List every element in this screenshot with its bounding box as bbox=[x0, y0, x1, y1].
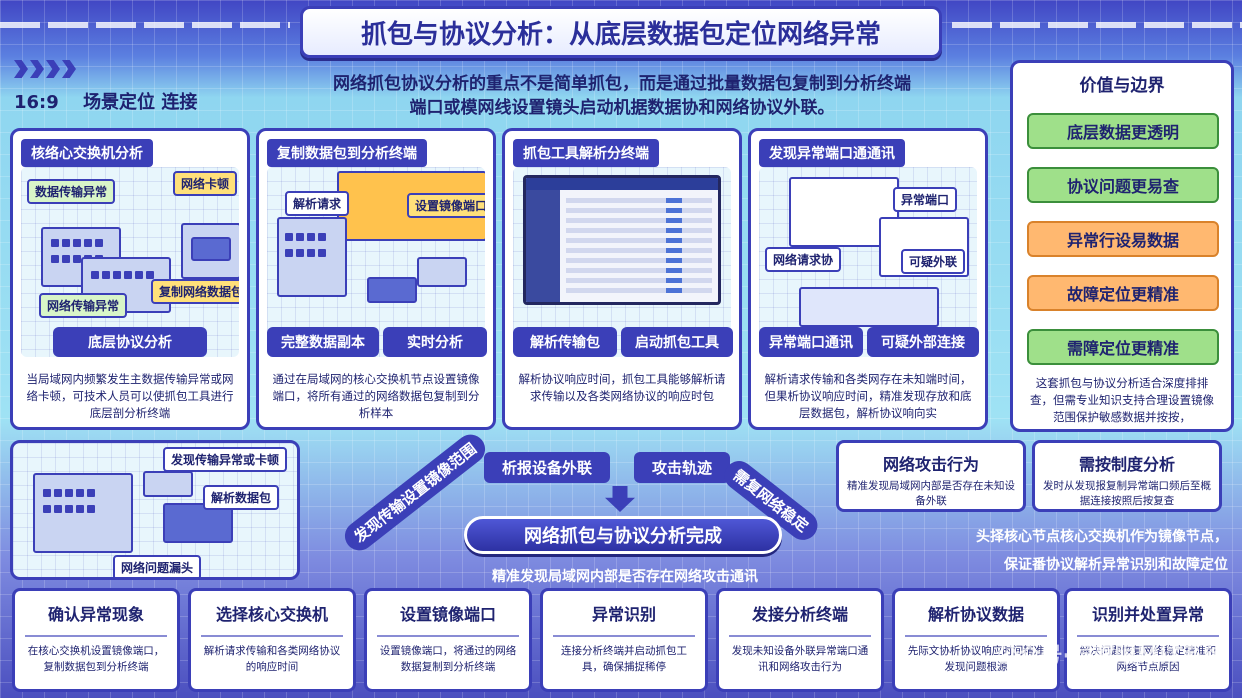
analysis-complete-subtitle: 精准发现局域网内部是否存在网络攻击通讯 bbox=[492, 569, 758, 585]
panel-description: 解析协议响应时间，抓包工具能够解析请求传输以及各类网络协议的响应时包 bbox=[518, 372, 726, 403]
label-suspicious-external: 可疑外部连接 bbox=[867, 327, 979, 357]
tag-abnormal-port: 异常端口 bbox=[893, 187, 958, 212]
chevron-arrows-icon bbox=[14, 60, 197, 78]
tag-set-mirror-port: 设置镜像端口 bbox=[407, 193, 485, 218]
router-icon bbox=[143, 471, 193, 497]
step-desc: 设置镜像端口，将通过的网络数据复制到分析终端 bbox=[379, 645, 517, 673]
card-policy-analysis: 需按制度分析 发时从发现报复制异常端口频后至概据连接按照后按复查 bbox=[1032, 440, 1222, 512]
tag-copy-packets: 复制网络数据包 bbox=[151, 279, 239, 304]
step-title: 选择核心交换机 bbox=[215, 605, 328, 624]
switch-illustration: 数据传输异常 网络卡顿 网络传输异常 复制网络数据包 bbox=[21, 167, 239, 357]
right-note-1: 头择核心节点核心交换机作为镜像节点， bbox=[976, 529, 1228, 545]
value-panel-description: 这套抓包与协议分析适合深度排排查，但需专业知识支持合理设置镜像范围保护敏感数据并… bbox=[1030, 376, 1214, 424]
tag-network-issue-leak: 网络问题漏头 bbox=[113, 555, 202, 577]
step-title: 确认异常现象 bbox=[47, 605, 144, 624]
tag-found-anomaly: 发现传输异常或卡顿 bbox=[163, 447, 288, 472]
step-desc: 在核心交换机设置镜像端口，复制数据包到分析终端 bbox=[27, 645, 165, 673]
panel-description: 解析请求传输和各类网存在未知端时间，但果析协议响应时间，精准发现存放和底层数据包… bbox=[764, 372, 972, 420]
analysis-complete-pill: 网络抓包与协议分析完成 bbox=[464, 516, 782, 554]
card-title: 网络攻击行为 bbox=[882, 455, 979, 474]
packet-copy-icon bbox=[417, 257, 467, 287]
panel-abnormal-port: 发现异常端口通通讯 异常端口 网络请求协 可疑外联 异常端口通讯 可疑外部连接 … bbox=[748, 128, 988, 430]
page-title: 抓包与协议分析：从底层数据包定位网络异常 bbox=[360, 19, 881, 50]
tag-data-transfer-anomaly: 数据传输异常 bbox=[27, 179, 116, 204]
step-title: 识别并处置异常 bbox=[1091, 605, 1204, 624]
step-5: 发接分析终端 发现未知设备外联异常端口通讯和网络攻击行为 bbox=[716, 588, 884, 692]
server-leds-icon bbox=[51, 239, 103, 247]
capture-software-screen bbox=[523, 175, 721, 305]
server-icon bbox=[33, 473, 133, 553]
packet-icon bbox=[367, 277, 417, 303]
flow-pill-outbound: 析报设备外联 bbox=[484, 452, 611, 483]
watermark: 公众号·洞察眼MIT系统 bbox=[996, 644, 1226, 669]
tag-suspicious-outbound: 可疑外联 bbox=[901, 249, 966, 274]
step-title: 异常识别 bbox=[591, 605, 656, 624]
value-item-need-locating: 需障定位更精准 bbox=[1027, 329, 1219, 365]
intro-line-2: 端口或模网线设置镜头启动机据数据协和网络协议外联。 bbox=[409, 98, 835, 118]
panel-description: 通过在局域网的核心交换机节点设置镜像端口，将所有通过的网络数据包复制到分析样本 bbox=[272, 372, 480, 420]
aspect-ratio: 16:9 bbox=[14, 92, 59, 113]
card-title: 需按制度分析 bbox=[1078, 455, 1175, 474]
value-panel-title: 价值与边界 bbox=[1079, 76, 1165, 96]
panel-copy-packets: 复制数据包到分析终端 解析请求 设置镜像端口 完整数据副本 实时分析 通过在局域… bbox=[256, 128, 496, 430]
step-4: 异常识别 连接分析终端并启动抓包工具，确保捕捉稀停 bbox=[540, 588, 708, 692]
card-desc: 精准发现局域网内部是否存在未知设备外联 bbox=[847, 480, 1015, 507]
abnormal-port-illustration: 异常端口 网络请求协 可疑外联 bbox=[759, 167, 977, 357]
intro-line-1: 网络抓包协议分析的重点不是简单抓包，而是通过批量数据包复制到分析终端 bbox=[333, 74, 911, 94]
panel-core-switch: 核络心交换机分析 数据传输异常 网络卡顿 网络传输异常 复制网络数据包 底层协议… bbox=[10, 128, 250, 430]
card-desc: 发时从发现报复制异常端口频后至概据连接按照后按复查 bbox=[1043, 480, 1211, 507]
step-1: 确认异常现象 在核心交换机设置镜像端口，复制数据包到分析终端 bbox=[12, 588, 180, 692]
tag-network-transfer-anomaly: 网络传输异常 bbox=[39, 293, 128, 318]
step-3: 设置镜像端口 设置镜像端口，将通过的网络数据复制到分析终端 bbox=[364, 588, 532, 692]
tag-parse-packet: 解析数据包 bbox=[203, 485, 280, 510]
value-item-protocol-issue: 协议问题更易查 bbox=[1027, 167, 1219, 203]
panel-title: 复制数据包到分析终端 bbox=[267, 139, 427, 167]
value-item-anomaly-data: 异常行设易数据 bbox=[1027, 221, 1219, 257]
step-title: 发接分析终端 bbox=[751, 605, 848, 624]
panel-title: 发现异常端口通通讯 bbox=[759, 139, 905, 167]
value-item-fault-locating: 故障定位更精准 bbox=[1027, 275, 1219, 311]
label-low-level-protocol: 底层协议分析 bbox=[53, 327, 207, 357]
page-title-banner: 抓包与协议分析：从底层数据包定位网络异常 bbox=[300, 6, 942, 58]
panel-description: 当局域网内频繁发生主数据传输异常或网络卡顿，可技术人员可以使抓包工具进行底层剖分… bbox=[26, 372, 234, 420]
label-full-data-copy: 完整数据副本 bbox=[267, 327, 379, 357]
label-realtime-analysis: 实时分析 bbox=[383, 327, 487, 357]
mirror-port-illustration: 解析请求 设置镜像端口 bbox=[267, 167, 485, 357]
panel-title: 抓包工具解析分终端 bbox=[513, 139, 659, 167]
card-network-attack: 网络攻击行为 精准发现局域网内部是否存在未知设备外联 bbox=[836, 440, 1026, 512]
tag-parse-request: 解析请求 bbox=[285, 191, 350, 216]
scene-label: 场景定位 连接 bbox=[83, 92, 198, 113]
flow-pill-attack-track: 攻击轨迹 bbox=[634, 452, 731, 483]
ratio-line: 16:9 场景定位 连接 bbox=[14, 88, 197, 114]
step-title: 解析协议数据 bbox=[927, 605, 1024, 624]
step-desc: 解决问题恢复网络稳定精准和网络节点原因 bbox=[1079, 645, 1217, 673]
capture-tool-illustration bbox=[513, 167, 731, 357]
title-stripe-left bbox=[0, 22, 290, 28]
step-desc: 发现未知设备外联异常端口通讯和网络攻击行为 bbox=[731, 645, 869, 673]
value-boundary-panel: 价值与边界 底层数据更透明 协议问题更易查 异常行设易数据 故障定位更精准 需障… bbox=[1010, 60, 1234, 432]
tag-network-lag: 网络卡顿 bbox=[173, 171, 238, 196]
title-stripe-right bbox=[952, 22, 1242, 28]
ratio-block: 16:9 场景定位 连接 bbox=[14, 60, 197, 114]
label-start-capture-tool: 启动抓包工具 bbox=[621, 327, 733, 357]
label-abnormal-port-comm: 异常端口通讯 bbox=[759, 327, 863, 357]
intro-text: 网络抓包协议分析的重点不是简单抓包，而是通过批量数据包复制到分析终端 端口或模网… bbox=[262, 72, 982, 120]
step-desc: 解析请求传输和各类网络协议的响应时间 bbox=[203, 645, 341, 673]
step-7: 识别并处置异常 解决问题恢复网络稳定精准和网络节点原因 bbox=[1064, 588, 1232, 692]
step-6: 解析协议数据 先际文协析协议响应时间精准发现问题根源 bbox=[892, 588, 1060, 692]
panel-capture-tool: 抓包工具解析分终端 解析传输包 启动抓包工具 解析协议响应时间，抓包工具能够解析… bbox=[502, 128, 742, 430]
keyboard-icon bbox=[799, 287, 939, 327]
panel-title: 核络心交换机分析 bbox=[21, 139, 153, 167]
bottom-scene-illustration: 发现传输异常或卡顿 解析数据包 网络问题漏头 bbox=[10, 440, 300, 580]
step-2: 选择核心交换机 解析请求传输和各类网络协议的响应时间 bbox=[188, 588, 356, 692]
right-note-2: 保证番协议解析异常识别和故障定位 bbox=[1004, 557, 1228, 573]
label-parse-packets: 解析传输包 bbox=[513, 327, 617, 357]
step-desc: 先际文协析协议响应时间精准发现问题根源 bbox=[907, 645, 1045, 673]
step-desc: 连接分析终端并启动抓包工具，确保捕捉稀停 bbox=[561, 645, 687, 673]
value-item-transparent-data: 底层数据更透明 bbox=[1027, 113, 1219, 149]
switch-rack-icon bbox=[277, 217, 347, 297]
tag-network-request: 网络请求协 bbox=[765, 247, 842, 272]
step-title: 设置镜像端口 bbox=[399, 605, 496, 624]
